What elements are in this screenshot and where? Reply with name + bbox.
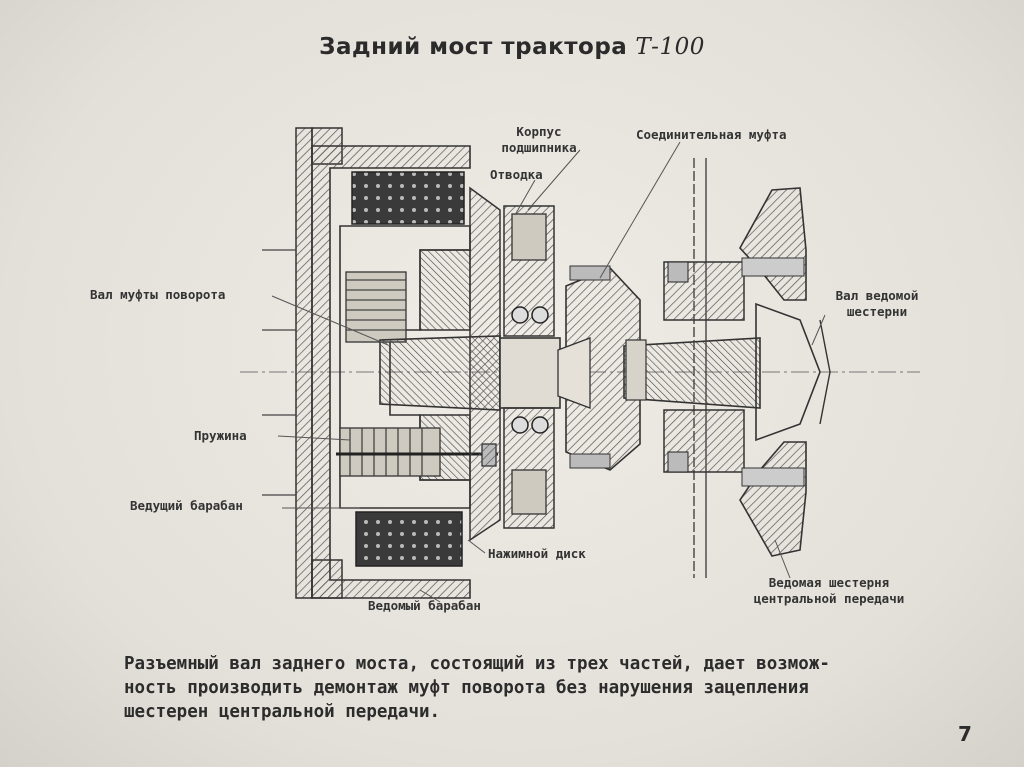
label-driven-gear-line2: центральной передачи [753, 591, 905, 606]
label-bearing-housing: Корпус подшипника [484, 124, 594, 156]
label-spring: Пружина [194, 428, 247, 443]
title-model: Т-100 [635, 34, 705, 60]
driven-drum [311, 145, 471, 599]
caption-line-3: шестерен центральной передачи. [124, 702, 441, 722]
label-driven-drum: Ведомый барабан [368, 598, 481, 613]
page-number: 7 [958, 722, 972, 746]
caption-line-2: ность производить демонтаж муфт поворота… [124, 678, 809, 698]
caption-line-1: Разъемный вал заднего моста, состоящий и… [124, 654, 830, 674]
friction-pack-top [351, 171, 465, 225]
bevel-gear [739, 187, 831, 557]
label-pressure-plate: Нажимной диск [488, 546, 586, 561]
driven-gear-shaft [623, 337, 761, 409]
label-bearing-housing-line2: подшипника [501, 140, 577, 155]
title-text: Задний мост трактора [319, 34, 628, 60]
coupling-sleeve [557, 265, 641, 471]
label-driven-shaft-line1: Вал ведомой [835, 288, 919, 303]
label-driven-shaft-line2: шестерни [846, 304, 908, 319]
label-bearing-housing-line1: Корпус [516, 124, 562, 139]
springs [336, 271, 498, 477]
turn-clutch-shaft [379, 335, 561, 411]
label-clutch-shaft: Вал муфты поворота [90, 287, 226, 302]
friction-pack-bottom [355, 511, 463, 567]
leader-lines [271, 141, 826, 603]
bearing-housing [503, 205, 555, 529]
caption: Разъемный вал заднего моста, состоящий и… [124, 652, 944, 724]
label-driven-shaft: Вал ведомой шестерни [822, 288, 932, 320]
label-coupling: Соединительная муфта [636, 127, 787, 142]
page-title: Задний мост трактора Т-100 [0, 34, 1024, 60]
label-driving-drum: Ведущий барабан [130, 498, 243, 513]
label-driven-gear: Ведомая шестерня центральной передачи [724, 575, 934, 607]
right-support [663, 158, 745, 578]
label-driven-gear-line1: Ведомая шестерня [768, 575, 890, 590]
label-release: Отводка [490, 167, 543, 182]
